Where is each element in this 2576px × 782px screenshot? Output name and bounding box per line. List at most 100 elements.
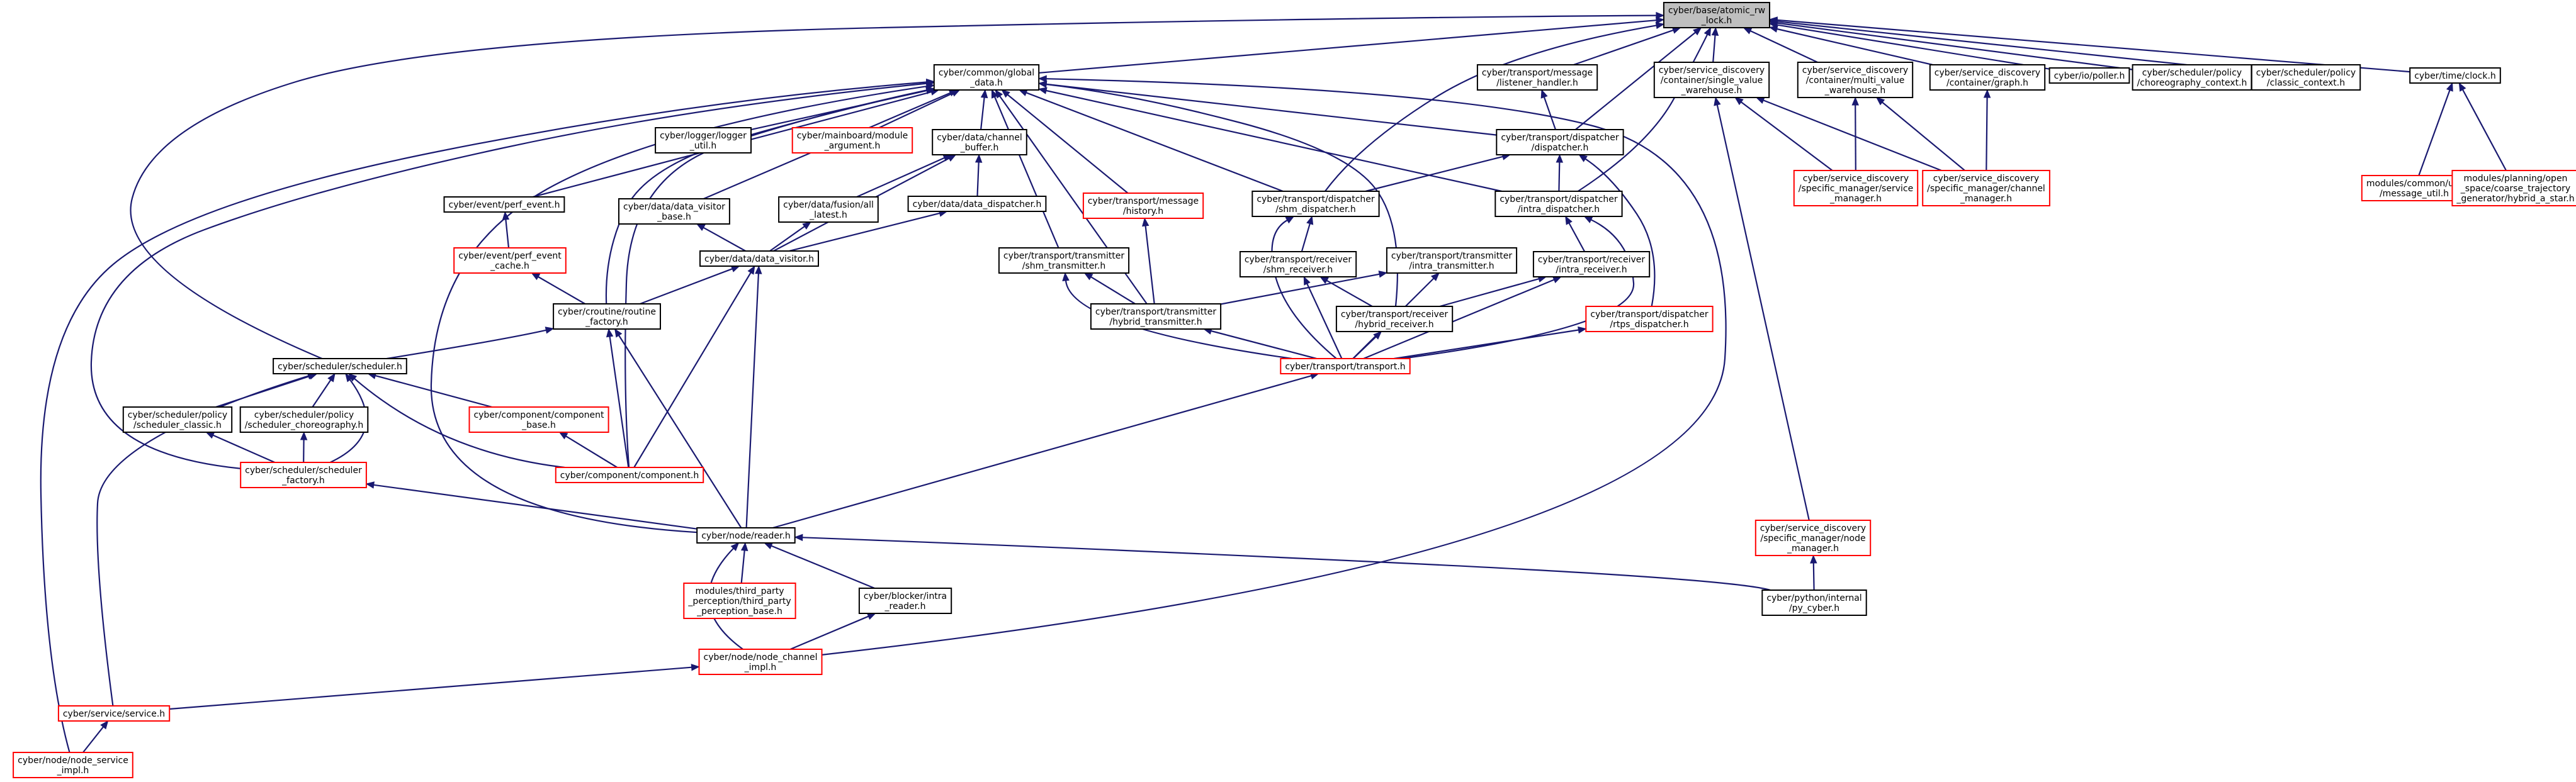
- node-channel-buffer[interactable]: cyber/data/channel_buffer.h: [932, 129, 1027, 155]
- node-rtps-dispatcher[interactable]: cyber/transport/dispatcher/rtps_dispatch…: [1585, 306, 1714, 332]
- node-all-latest[interactable]: cyber/data/fusion/all_latest.h: [778, 196, 879, 223]
- node-perf-event[interactable]: cyber/event/perf_event.h: [443, 196, 565, 213]
- node-label-line: modules/common/util: [2366, 179, 2462, 189]
- node-transport[interactable]: cyber/transport/transport.h: [1280, 358, 1411, 374]
- node-hybrid-receiver[interactable]: cyber/transport/receiver/hybrid_receiver…: [1335, 306, 1454, 332]
- node-label-line: cyber/blocker/intra: [864, 591, 947, 601]
- node-label-line: _buffer.h: [960, 143, 999, 153]
- node-label-line: _factory.h: [585, 317, 628, 327]
- edge-dispatcher-to-atomic: [1575, 31, 1696, 130]
- node-shm-transmitter[interactable]: cyber/transport/transmitter/shm_transmit…: [998, 247, 1130, 274]
- node-shm-dispatcher[interactable]: cyber/transport/dispatcher/shm_dispatche…: [1251, 191, 1380, 217]
- node-label-line: _latest.h: [809, 210, 847, 220]
- edge-graph-to-atomic: [1777, 28, 1933, 66]
- node-dispatcher[interactable]: cyber/transport/dispatcher/dispatcher.h: [1496, 129, 1624, 155]
- node-intra-dispatcher[interactable]: cyber/transport/dispatcher/intra_dispatc…: [1494, 191, 1623, 217]
- arrowhead-intra_dispatcher-to-dispatcher: [1556, 154, 1564, 163]
- edge-data_visitor-to-data_dispatcher: [789, 212, 940, 252]
- edge-hybrid_transmitter-to-history: [1144, 225, 1155, 304]
- arrowhead-intra_dispatcher-to-global_data: [1037, 87, 1048, 94]
- node-intra-transmitter[interactable]: cyber/transport/transmitter/intra_transm…: [1386, 247, 1518, 274]
- node-box: [1239, 251, 1357, 277]
- node-logger[interactable]: cyber/logger/logger_util.h: [655, 127, 752, 154]
- node-listener[interactable]: cyber/transport/message/listener_handler…: [1476, 64, 1598, 91]
- node-shm-receiver[interactable]: cyber/transport/receiver/shm_receiver.h: [1239, 251, 1357, 277]
- node-sched-factory[interactable]: cyber/scheduler/scheduler_factory.h: [240, 462, 367, 488]
- arrowhead-routine_factory-to-perf_event_cache: [531, 272, 541, 281]
- arrowhead-transport-to-intra_transmitter: [1430, 272, 1440, 281]
- node-module-arg[interactable]: cyber/mainboard/module_argument.h: [791, 127, 913, 154]
- node-node-mgr[interactable]: cyber/service_discovery/specific_manager…: [1754, 520, 1872, 556]
- dependency-edges: [40, 11, 2507, 753]
- node-scheduler[interactable]: cyber/scheduler/scheduler.h: [273, 358, 407, 374]
- node-routine-factory[interactable]: cyber/croutine/routine_factory.h: [553, 303, 661, 330]
- node-box: [1090, 303, 1222, 330]
- arrowhead-sched_factory-to-sched_classic: [205, 432, 215, 439]
- node-data-visitor[interactable]: cyber/data/data_visitor.h: [699, 250, 819, 267]
- arrowhead-intra_receiver-to-intra_dispatcher: [1565, 215, 1573, 225]
- node-label-line: /intra_transmitter.h: [1409, 261, 1494, 271]
- arrowhead-transport-to-rtps_dispatcher: [1578, 326, 1587, 334]
- node-box: [1386, 247, 1518, 274]
- node-classic-ctx[interactable]: cyber/scheduler/policy/classic_context.h: [2251, 64, 2361, 91]
- edge-reader-to-sched_factory: [373, 484, 698, 530]
- node-history[interactable]: cyber/transport/message/history.h: [1082, 193, 1204, 219]
- edge-channel_mgr-to-graph: [1986, 97, 1988, 171]
- arrowhead-scheduler-to-routine_factory: [545, 327, 555, 334]
- node-node-channel-impl[interactable]: cyber/node/node_channel_impl.h: [698, 649, 823, 675]
- node-intra-receiver[interactable]: cyber/transport/receiver/intra_receiver.…: [1532, 251, 1651, 277]
- node-box: [683, 583, 796, 619]
- node-label-line: /shm_transmitter.h: [1022, 261, 1105, 271]
- node-message-util[interactable]: modules/common/util/message_util.h: [2361, 175, 2468, 201]
- node-component[interactable]: cyber/component/component.h: [555, 467, 704, 483]
- arrowhead-data_visitor-to-all_latest: [802, 221, 811, 230]
- node-label-line: cyber/service_discovery: [1933, 174, 2039, 184]
- arrowhead-global_data-to-atomic: [1656, 16, 1665, 24]
- node-choreo-ctx[interactable]: cyber/scheduler/policy/choreography_cont…: [2132, 64, 2252, 91]
- arrowhead-component-to-scheduler: [347, 373, 358, 382]
- node-hybrid-a-star[interactable]: modules/planning/open_space/coarse_traje…: [2451, 170, 2576, 206]
- node-component-base[interactable]: cyber/component/component_base.h: [468, 406, 609, 433]
- node-sched-classic[interactable]: cyber/scheduler/policy/scheduler_classic…: [122, 406, 233, 433]
- node-reader[interactable]: cyber/node/reader.h: [696, 527, 796, 544]
- node-label-line: cyber/transport/dispatcher: [1590, 310, 1709, 320]
- node-third-party[interactable]: modules/third_party_perception/third_par…: [683, 583, 796, 619]
- node-service[interactable]: cyber/service/service.h: [57, 705, 171, 722]
- node-label-line: cyber/transport/transmitter: [1003, 251, 1124, 261]
- node-service-mgr[interactable]: cyber/service_discovery/specific_manager…: [1793, 170, 1919, 206]
- node-label-line: cyber/time/clock.h: [2414, 71, 2496, 81]
- edge-transport-to-intra_dispatcher: [1401, 219, 1635, 360]
- node-graph[interactable]: cyber/service_discovery/container/graph.…: [1929, 64, 2046, 91]
- edge-sched_factory-to-global_data: [90, 82, 927, 469]
- node-label-line: modules/third_party: [695, 586, 784, 596]
- node-box: [555, 467, 704, 483]
- node-sched-choreo[interactable]: cyber/scheduler/policy/scheduler_choreog…: [239, 406, 369, 433]
- arrowhead-component-to-data_visitor: [747, 265, 755, 275]
- node-poller[interactable]: cyber/io/poller.h: [2048, 67, 2130, 84]
- edge-hybrid_receiver-to-global_data: [1046, 83, 1398, 307]
- node-multi-value[interactable]: cyber/service_discovery/container/multi_…: [1797, 62, 1914, 98]
- node-label-line: /rtps_dispatcher.h: [1610, 320, 1688, 330]
- node-atomic[interactable]: cyber/base/atomic_rw_lock.h: [1663, 2, 1770, 28]
- node-intra-reader[interactable]: cyber/blocker/intra_reader.h: [858, 588, 952, 614]
- arrowhead-py_cyber-to-node_mgr: [1810, 554, 1817, 564]
- edge-component-to-component_base: [565, 435, 618, 468]
- node-node-service-impl[interactable]: cyber/node/node_service_impl.h: [13, 752, 133, 778]
- edge-sched_factory-to-sched_classic: [212, 434, 275, 464]
- node-clock[interactable]: cyber/time/clock.h: [2409, 67, 2501, 84]
- node-perf-event-cache[interactable]: cyber/event/perf_event_cache.h: [453, 247, 567, 274]
- node-label-line: cyber/event/perf_event: [458, 251, 562, 261]
- node-hybrid-transmitter[interactable]: cyber/transport/transmitter/hybrid_trans…: [1090, 303, 1222, 330]
- node-box: [273, 358, 407, 374]
- node-box: [1797, 62, 1914, 98]
- node-py-cyber[interactable]: cyber/python/internal/py_cyber.h: [1761, 589, 1867, 616]
- node-data-dispatcher[interactable]: cyber/data/data_dispatcher.h: [907, 196, 1047, 212]
- node-channel-mgr[interactable]: cyber/service_discovery/specific_manager…: [1922, 170, 2050, 206]
- node-global-data[interactable]: cyber/common/global_data.h: [933, 64, 1040, 91]
- node-label-line: _base.h: [657, 212, 691, 222]
- node-single-value[interactable]: cyber/service_discovery/container/single…: [1653, 62, 1770, 98]
- edge-scheduler-to-routine_factory: [387, 329, 546, 360]
- edge-hybrid_transmitter-to-intra_transmitter: [1220, 273, 1380, 305]
- node-label-line: /hybrid_receiver.h: [1355, 320, 1433, 330]
- node-visitor-base[interactable]: cyber/data/data_visitor_base.h: [618, 198, 730, 225]
